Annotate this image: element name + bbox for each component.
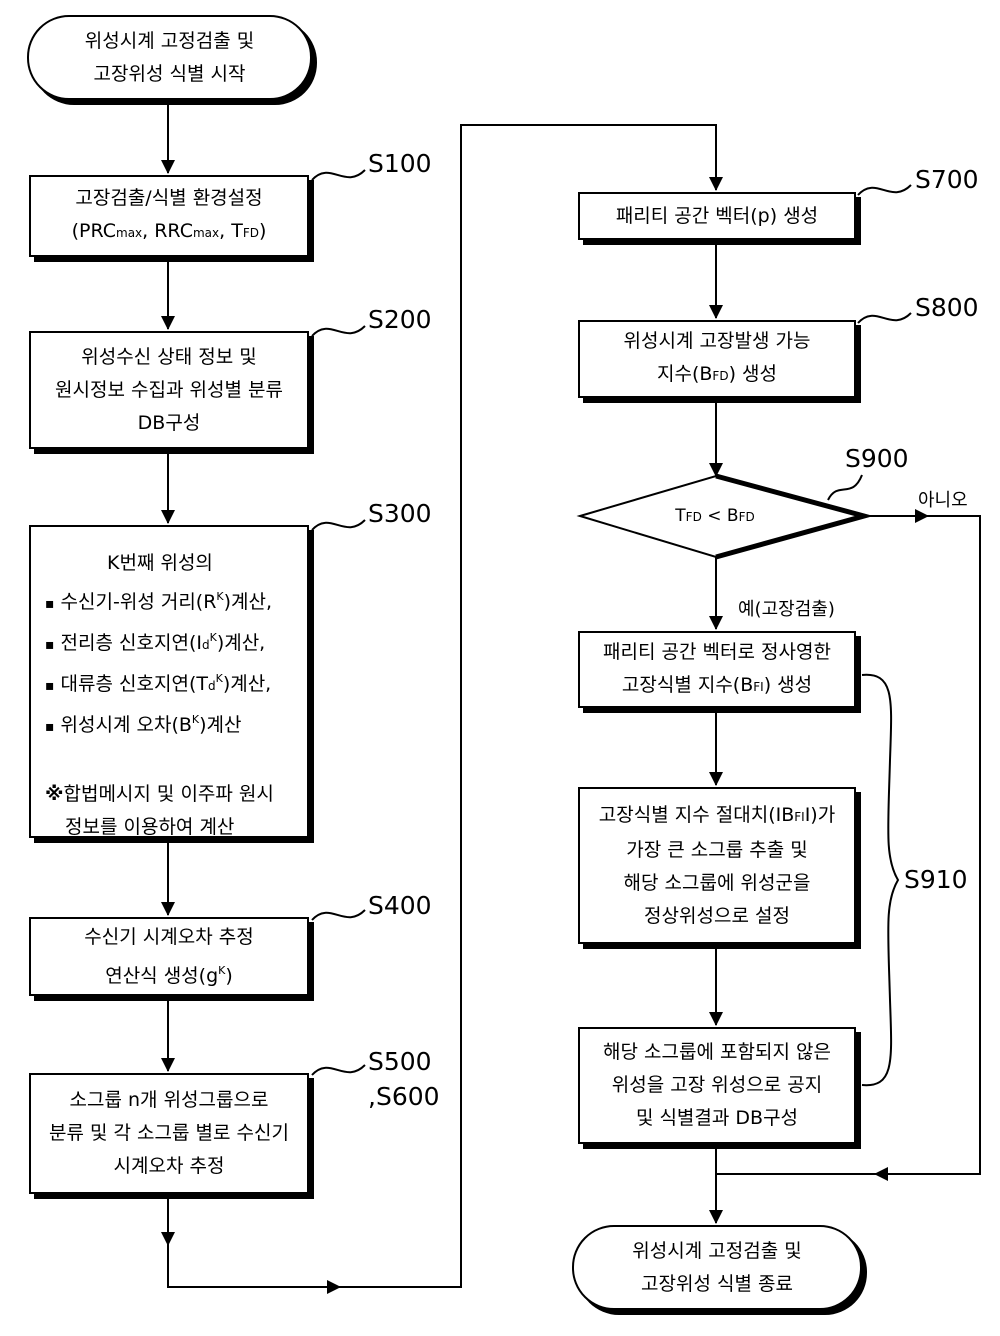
s400-line-2: 연산식 생성(gK) bbox=[105, 954, 233, 993]
s910-box-1-line-2: 고장식별 지수(BFI) 생성 bbox=[622, 669, 812, 704]
arrow-left-bottom bbox=[168, 1245, 340, 1287]
s910-box-2-line-4: 정상위성으로 설정 bbox=[644, 900, 790, 933]
s900-yes-label: 예(고장검출) bbox=[738, 595, 835, 621]
s800-box: 위성시계 고장발생 가능 지수(BFD) 생성 bbox=[578, 320, 856, 398]
s300-box: K번째 위성의 ▪ 수신기-위성 거리(RK)계산, ▪ 전리층 신호지연(Id… bbox=[29, 525, 309, 838]
s200-box: 위성수신 상태 정보 및 원시정보 수집과 위성별 분류 DB구성 bbox=[29, 331, 309, 449]
s900-no-label: 아니오 bbox=[918, 486, 968, 512]
leader-s500 bbox=[312, 1065, 365, 1075]
s700-line: 패리티 공간 벡터(p) 생성 bbox=[616, 200, 818, 233]
s300-note-line-1: ※합법메시지 및 이주파 원시 bbox=[45, 778, 274, 811]
s910-box-1: 패리티 공간 벡터로 정사영한 고장식별 지수(BFI) 생성 bbox=[578, 631, 856, 708]
s300-item-4: ▪ 위성시계 오차(BK)계산 bbox=[45, 703, 242, 744]
start-line-2: 고장위성 식별 시작 bbox=[94, 58, 246, 91]
s200-line-3: DB구성 bbox=[138, 407, 201, 440]
s910-box-3-line-2: 위성을 고장 위성으로 공지 bbox=[612, 1069, 822, 1102]
start-terminal: 위성시계 고정검출 및 고장위성 식별 시작 bbox=[27, 15, 312, 100]
s800-line-1: 위성시계 고장발생 가능 bbox=[624, 325, 811, 358]
leader-s300 bbox=[312, 520, 365, 530]
s500-label: S500 bbox=[368, 1048, 432, 1076]
end-terminal: 위성시계 고정검출 및 고장위성 식별 종료 bbox=[572, 1225, 862, 1310]
s500-line-3: 시계오차 추정 bbox=[114, 1150, 225, 1183]
arrow-no-loop bbox=[875, 516, 980, 1174]
s100-box: 고장검출/식별 환경설정 (PRCmax, RRCmax, TFD) bbox=[29, 175, 309, 257]
s400-label: S400 bbox=[368, 892, 432, 920]
s300-heading: K번째 위성의 bbox=[107, 547, 213, 580]
s400-line-1: 수신기 시계오차 추정 bbox=[84, 921, 253, 954]
s900-label: S900 bbox=[845, 445, 909, 473]
s300-item-3: ▪ 대류층 신호지연(TdK)계산, bbox=[45, 662, 271, 703]
s500-box: 소그룹 n개 위성그룹으로 분류 및 각 소그룹 별로 수신기 시계오차 추정 bbox=[29, 1073, 309, 1194]
leader-s800 bbox=[858, 313, 911, 323]
s910-box-3-line-1: 해당 소그룹에 포함되지 않은 bbox=[603, 1036, 831, 1069]
s100-label: S100 bbox=[368, 150, 432, 178]
s910-box-2-line-1: 고장식별 지수 절대치(IBFII)가 bbox=[599, 799, 835, 834]
s910-box-3: 해당 소그룹에 포함되지 않은 위성을 고장 위성으로 공지 및 식별결과 DB… bbox=[578, 1027, 856, 1144]
s100-line-1: 고장검출/식별 환경설정 bbox=[75, 182, 262, 215]
s300-item-1: ▪ 수신기-위성 거리(RK)계산, bbox=[45, 580, 272, 621]
s910-box-2-line-3: 해당 소그룹에 위성군을 bbox=[624, 867, 811, 900]
s700-label: S700 bbox=[915, 166, 979, 194]
s400-box: 수신기 시계오차 추정 연산식 생성(gK) bbox=[29, 917, 309, 996]
end-line-1: 위성시계 고정검출 및 bbox=[632, 1235, 801, 1268]
s910-label: S910 bbox=[904, 866, 968, 894]
s300-label: S300 bbox=[368, 500, 432, 528]
s100-line-2: (PRCmax, RRCmax, TFD) bbox=[72, 215, 267, 250]
s200-label: S200 bbox=[368, 306, 432, 334]
s910-box-1-line-1: 패리티 공간 벡터로 정사영한 bbox=[603, 636, 831, 669]
end-line-2: 고장위성 식별 종료 bbox=[641, 1268, 793, 1301]
s800-label: S800 bbox=[915, 294, 979, 322]
s500-line-2: 분류 및 각 소그룹 별로 수신기 bbox=[49, 1117, 289, 1150]
s600-label: ,S600 bbox=[368, 1083, 440, 1111]
s500-line-1: 소그룹 n개 위성그룹으로 bbox=[70, 1084, 269, 1117]
s300-note-line-2: 정보를 이용하여 계산 bbox=[65, 811, 234, 844]
leader-s400 bbox=[312, 910, 365, 920]
s200-line-2: 원시정보 수집과 위성별 분류 bbox=[55, 374, 283, 407]
leader-s100 bbox=[312, 170, 365, 180]
s800-line-2: 지수(BFD) 생성 bbox=[657, 358, 777, 393]
s700-box: 패리티 공간 벡터(p) 생성 bbox=[578, 192, 856, 240]
s910-box-2: 고장식별 지수 절대치(IBFII)가 가장 큰 소그룹 추출 및 해당 소그룹… bbox=[578, 787, 856, 944]
leader-s900 bbox=[828, 475, 862, 500]
leader-s200 bbox=[312, 326, 365, 336]
s910-box-2-line-2: 가장 큰 소그룹 추출 및 bbox=[626, 834, 807, 867]
brace-s910 bbox=[862, 675, 898, 1085]
s900-condition: TFD < BFD bbox=[640, 500, 790, 534]
s910-box-3-line-3: 및 식별결과 DB구성 bbox=[636, 1102, 798, 1135]
s300-item-2: ▪ 전리층 신호지연(IdK)계산, bbox=[45, 621, 265, 662]
start-line-1: 위성시계 고정검출 및 bbox=[85, 25, 254, 58]
leader-s700 bbox=[858, 185, 911, 195]
s200-line-1: 위성수신 상태 정보 및 bbox=[81, 341, 256, 374]
